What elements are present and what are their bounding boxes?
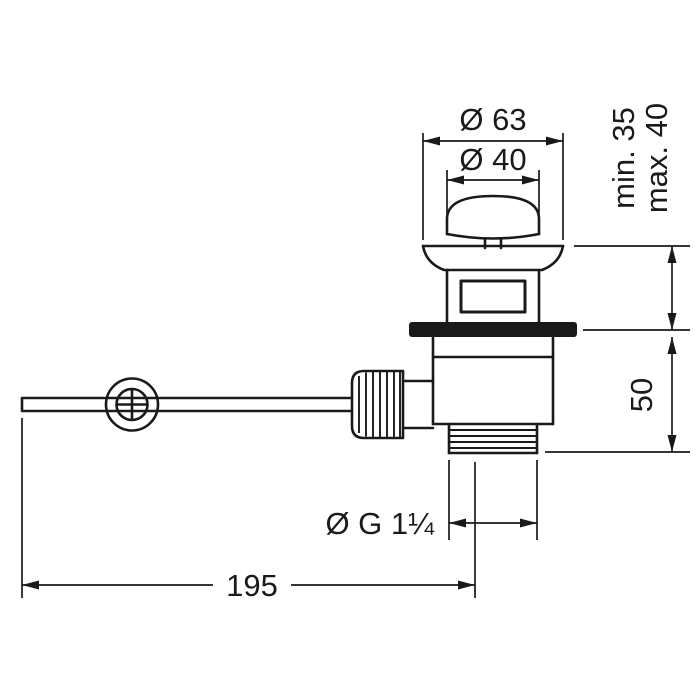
drain-fitting-outline bbox=[20, 194, 577, 455]
dim-height-50: 50 bbox=[545, 337, 690, 453]
valve-body bbox=[401, 335, 555, 430]
pop-up-cap bbox=[445, 194, 541, 250]
dim-length-195: 195 bbox=[21, 418, 476, 603]
dim-label-diameter-40: Ø 40 bbox=[459, 142, 526, 177]
dim-label-height-50: 50 bbox=[624, 378, 659, 412]
dimension-annotations: Ø 63 Ø 40 min. 35 max. 40 50 Ø G 1¼ bbox=[21, 102, 690, 603]
knurled-nut bbox=[350, 369, 405, 440]
dim-diameter-63: Ø 63 bbox=[422, 102, 564, 240]
dim-thread-size: Ø G 1¼ bbox=[325, 460, 538, 541]
dim-label-diameter-63: Ø 63 bbox=[459, 102, 526, 137]
threaded-tail bbox=[447, 422, 539, 455]
dim-label-length-195: 195 bbox=[226, 568, 278, 603]
dim-label-thread: Ø G 1¼ bbox=[325, 506, 435, 541]
dim-label-depth-min: min. 35 bbox=[606, 107, 641, 209]
pull-rod bbox=[20, 396, 354, 413]
dim-label-depth-max: max. 40 bbox=[639, 103, 674, 213]
dim-diameter-40: Ø 40 bbox=[446, 142, 540, 216]
pivot-joint bbox=[104, 377, 160, 432]
dim-min-max-depth: min. 35 max. 40 bbox=[574, 103, 690, 331]
seal-washer bbox=[409, 322, 577, 337]
overflow-slot bbox=[459, 279, 527, 314]
top-flange bbox=[421, 244, 565, 324]
